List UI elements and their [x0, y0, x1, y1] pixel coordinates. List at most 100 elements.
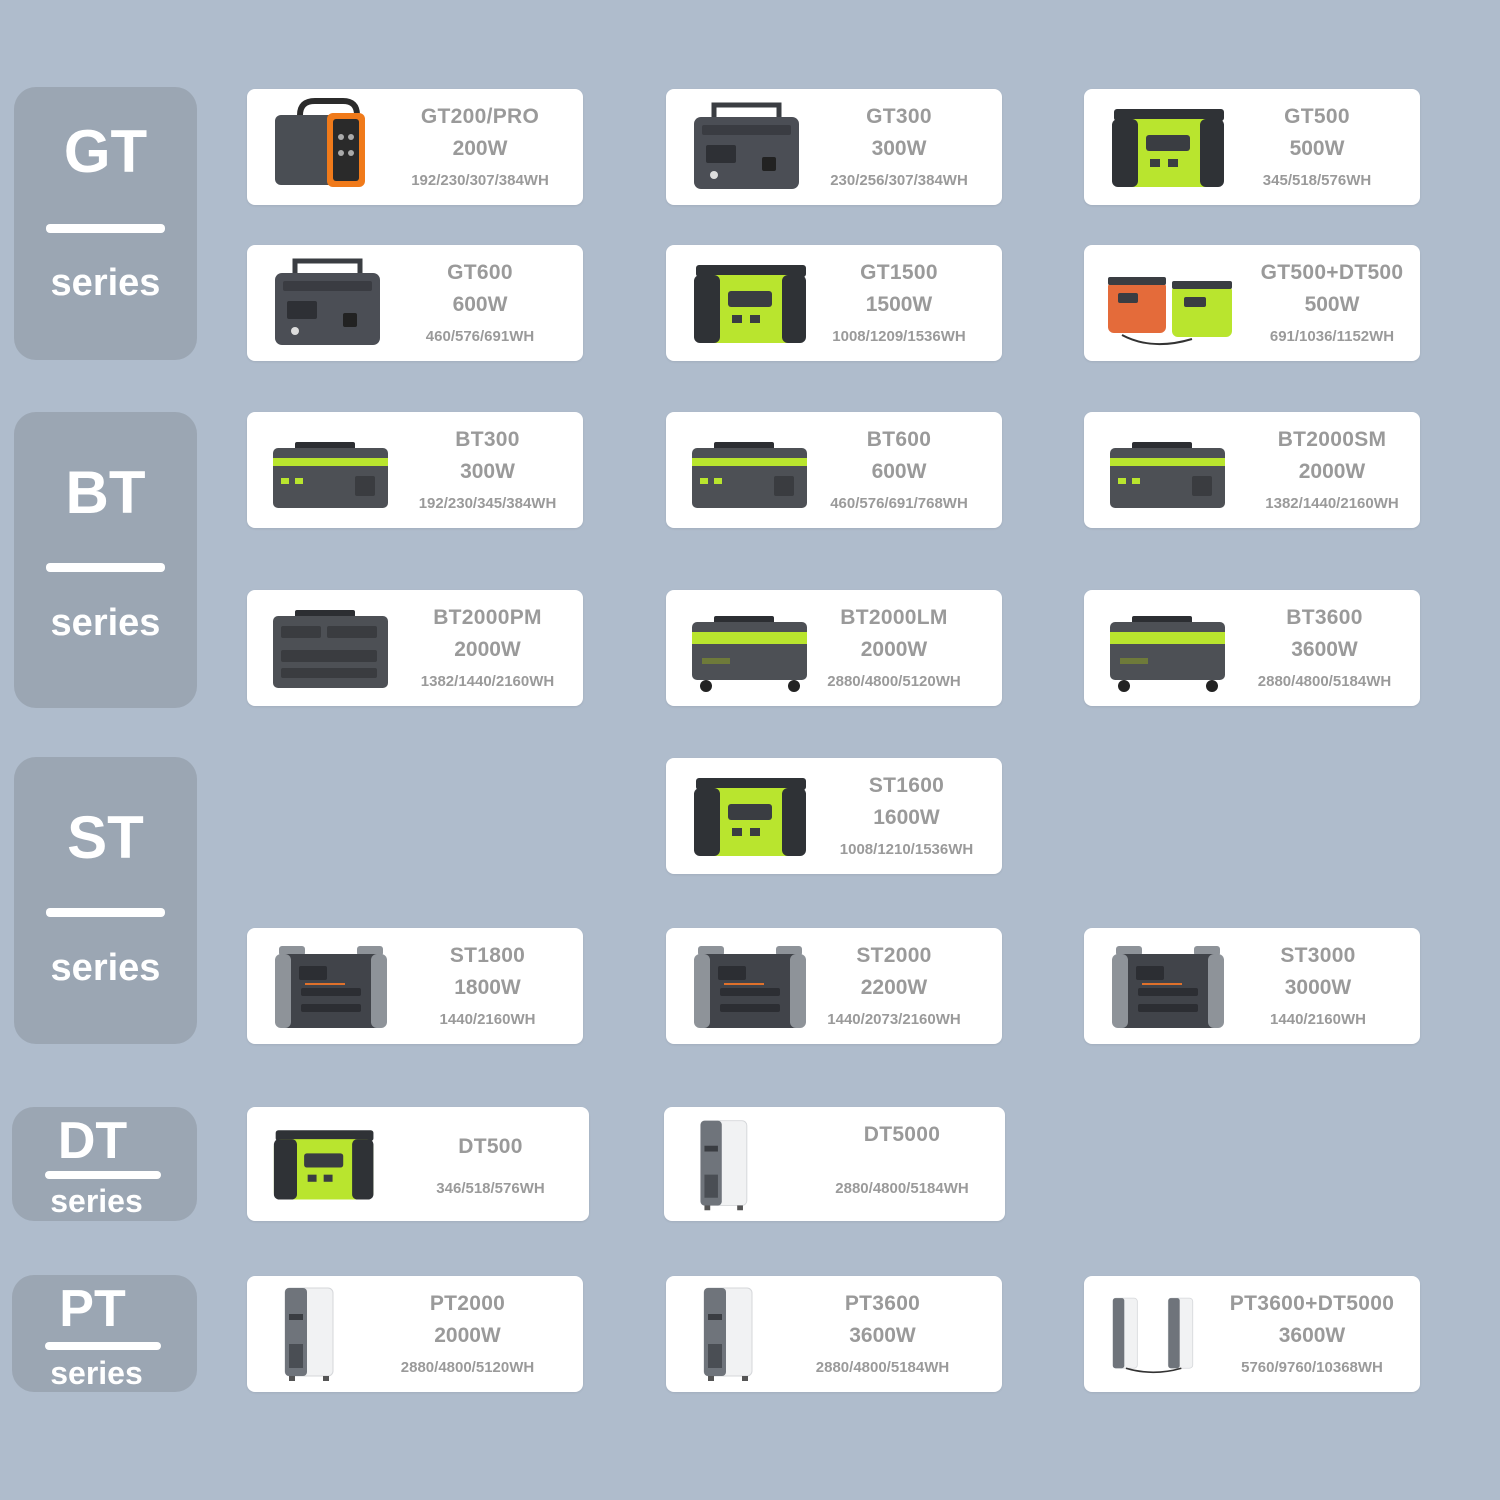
product-model: PT2000 — [429, 1292, 506, 1315]
series-label-bt: BT series — [14, 412, 197, 708]
dark-box-icon — [265, 598, 400, 698]
series-label-st: ST series — [14, 757, 197, 1044]
dark-green-box-icon — [265, 420, 400, 520]
grey-power-station-icon — [265, 936, 400, 1036]
product-capacity: 1440/2073/2160WH — [827, 1011, 961, 1028]
product-card-dt5000[interactable]: DT5000 2880/4800/5184WH — [664, 1107, 1005, 1221]
product-card-pt2000[interactable]: PT2000 2000W 2880/4800/5120WH — [247, 1276, 583, 1392]
product-power: 3600W — [849, 1324, 916, 1347]
product-power: 3600W — [1278, 1324, 1346, 1347]
product-card-pt3600[interactable]: PT3600 3600W 2880/4800/5184WH — [666, 1276, 1002, 1392]
product-power: 500W — [1304, 293, 1360, 316]
green-power-station-icon — [265, 1117, 385, 1211]
product-capacity: 691/1036/1152WH — [1269, 328, 1395, 345]
product-card-bt2000pm[interactable]: BT2000PM 2000W 1382/1440/2160WH — [247, 590, 583, 706]
product-power: 2000W — [454, 638, 521, 661]
product-power: 1800W — [454, 976, 521, 999]
product-power: 3000W — [1284, 976, 1352, 999]
product-card-bt3600[interactable]: BT3600 3600W 2880/4800/5184WH — [1084, 590, 1420, 706]
product-model: GT200/PRO — [420, 105, 540, 128]
product-model: BT2000PM — [433, 606, 542, 629]
series-code: ST — [67, 804, 144, 871]
product-capacity: 2880/4800/5120WH — [827, 673, 961, 690]
product-capacity: 2880/4800/5120WH — [400, 1359, 535, 1376]
product-card-dt500[interactable]: DT500 346/518/576WH — [247, 1107, 589, 1221]
product-capacity: 1440/2160WH — [1270, 1011, 1366, 1028]
series-label-dt: DT series — [12, 1107, 197, 1221]
product-power: 500W — [1289, 137, 1345, 160]
product-model: PT3600 — [844, 1292, 921, 1315]
product-power: 600W — [452, 293, 508, 316]
product-model: BT3600 — [1286, 606, 1363, 629]
product-capacity: 1008/1209/1536WH — [832, 328, 966, 345]
product-card-gt1500[interactable]: GT1500 1500W 1008/1209/1536WH — [666, 245, 1002, 361]
product-power: 3600W — [1291, 638, 1358, 661]
product-capacity: 230/256/307/384WH — [830, 172, 968, 189]
product-model: DT5000 — [863, 1123, 941, 1146]
product-capacity: 1382/1440/2160WH — [420, 673, 555, 690]
series-word: series — [50, 602, 161, 644]
series-divider — [45, 1342, 161, 1350]
product-model: BT300 — [455, 428, 520, 451]
product-card-gt500-dt500[interactable]: GT500+DT500 500W 691/1036/1152WH — [1084, 245, 1420, 361]
dark-green-box-icon — [1102, 420, 1237, 520]
product-card-st1800[interactable]: ST1800 1800W 1440/2160WH — [247, 928, 583, 1044]
twin-tower-battery-icon — [1108, 1284, 1218, 1384]
product-capacity: 1440/2160WH — [439, 1011, 536, 1028]
series-divider — [46, 224, 165, 233]
series-code: GT — [63, 118, 148, 185]
product-power: 600W — [871, 460, 927, 483]
series-word: series — [50, 1183, 143, 1219]
product-capacity: 2880/4800/5184WH — [1257, 673, 1392, 690]
product-model: ST1800 — [449, 944, 526, 967]
product-model: ST3000 — [1280, 944, 1356, 967]
green-power-station-icon — [684, 766, 819, 866]
product-power: 2200W — [860, 976, 928, 999]
product-card-bt300[interactable]: BT300 300W 192/230/345/384WH — [247, 412, 583, 528]
product-capacity: 345/518/576WH — [1262, 172, 1372, 189]
product-card-bt600[interactable]: BT600 600W 460/576/691/768WH — [666, 412, 1002, 528]
product-model: BT600 — [866, 428, 932, 451]
product-model: GT600 — [447, 261, 513, 284]
series-label-gt: GT series — [14, 87, 197, 360]
product-model: ST2000 — [856, 944, 932, 967]
product-card-st2000[interactable]: ST2000 2200W 1440/2073/2160WH — [666, 928, 1002, 1044]
product-card-gt300[interactable]: GT300 300W 230/256/307/384WH — [666, 89, 1002, 205]
product-card-pt3600-dt5000[interactable]: PT3600+DT5000 3600W 5760/9760/10368WH — [1084, 1276, 1420, 1392]
wheeled-box-icon — [1102, 598, 1237, 698]
product-capacity: 192/230/307/384WH — [411, 172, 549, 189]
product-card-bt2000sm[interactable]: BT2000SM 2000W 1382/1440/2160WH — [1084, 412, 1420, 528]
series-code: PT — [59, 1280, 126, 1338]
product-card-gt500[interactable]: GT500 500W 345/518/576WH — [1084, 89, 1420, 205]
product-card-st3000[interactable]: ST3000 3000W 1440/2160WH — [1084, 928, 1420, 1044]
product-card-gt200-pro[interactable]: GT200/PRO 200W 192/230/307/384WH — [247, 89, 583, 205]
product-model: DT500 — [458, 1135, 523, 1158]
product-model: BT2000LM — [840, 606, 948, 629]
series-divider — [46, 563, 165, 572]
product-capacity: 5760/9760/10368WH — [1241, 1359, 1383, 1376]
product-capacity: 460/576/691WH — [425, 328, 535, 345]
product-power: 2000W — [860, 638, 928, 661]
product-capacity: 1008/1210/1536WH — [839, 841, 974, 858]
product-power: 300W — [460, 460, 515, 483]
series-code: BT — [65, 459, 146, 526]
product-model: GT1500 — [860, 261, 938, 284]
series-word: series — [50, 1355, 143, 1391]
product-power: 200W — [452, 137, 508, 160]
product-card-gt600[interactable]: GT600 600W 460/576/691WH — [247, 245, 583, 361]
product-model: GT500+DT500 — [1260, 261, 1404, 284]
series-label-pt: PT series — [12, 1275, 197, 1392]
series-divider — [46, 908, 165, 917]
product-capacity: 346/518/576WH — [436, 1180, 545, 1197]
product-card-st1600[interactable]: ST1600 1600W 1008/1210/1536WH — [666, 758, 1002, 874]
product-model: BT2000SM — [1277, 428, 1387, 451]
product-model: ST1600 — [868, 774, 945, 797]
product-card-bt2000lm[interactable]: BT2000LM 2000W 2880/4800/5120WH — [666, 590, 1002, 706]
combo-power-station-icon — [1102, 253, 1237, 353]
product-power: 2000W — [434, 1324, 501, 1347]
product-model: GT500 — [1284, 105, 1350, 128]
product-capacity: 1382/1440/2160WH — [1265, 495, 1399, 512]
product-capacity: 460/576/691/768WH — [830, 495, 968, 512]
series-divider — [45, 1171, 161, 1179]
series-code: DT — [57, 1112, 128, 1170]
